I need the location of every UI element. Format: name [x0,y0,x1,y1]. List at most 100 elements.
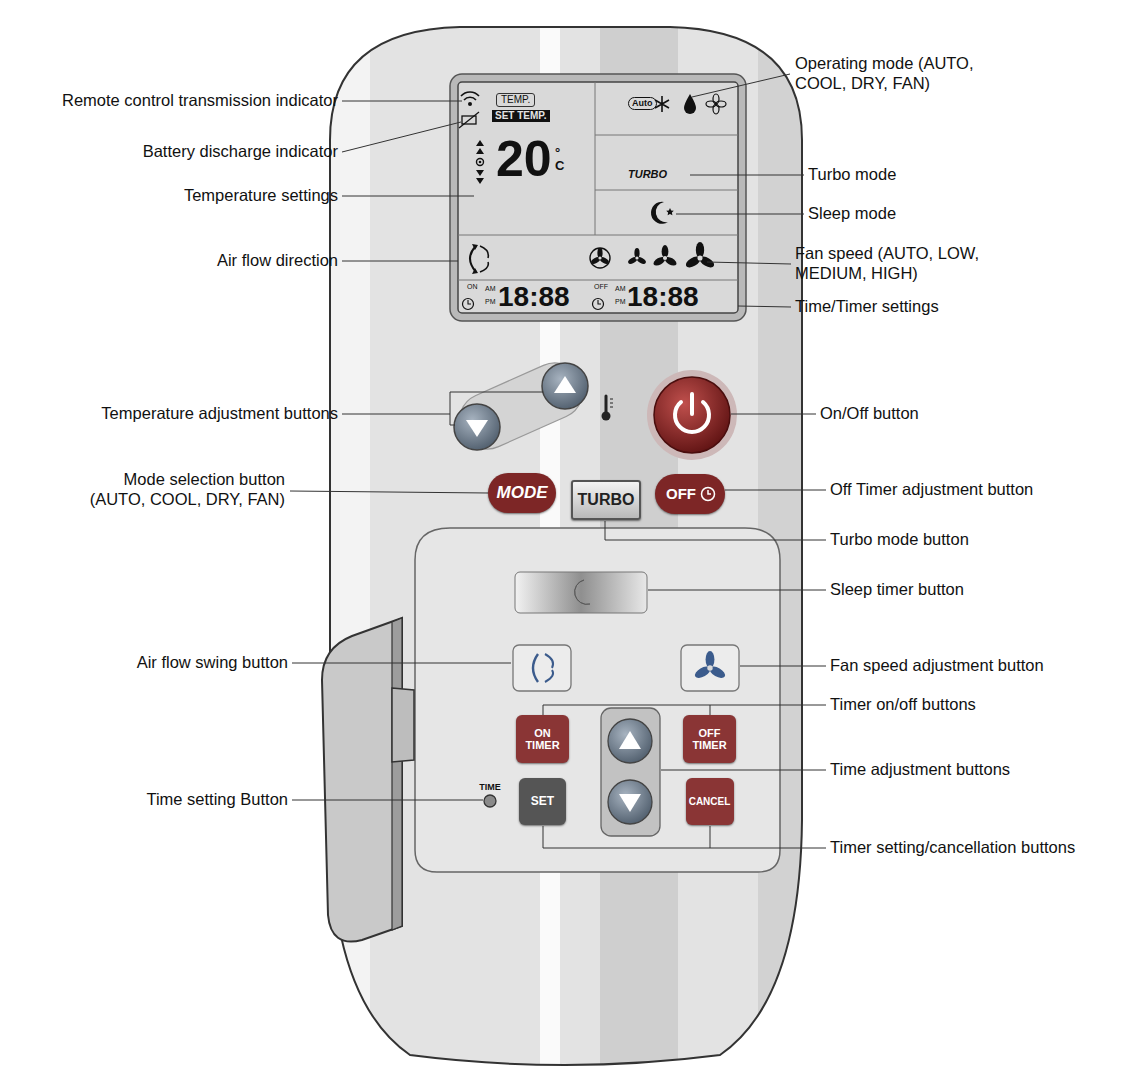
set-button: SET [519,778,566,825]
fan-button [693,651,727,680]
off-timer-button: OFF TIMER [683,715,736,763]
lcd-display [593,299,604,310]
time-setting-hole [484,795,496,807]
callout-label: Air flow direction [217,251,338,271]
callout-label: Remote control transmission indicator [62,91,338,111]
fan-button [693,651,727,680]
lcd-text: TEMP. [496,93,535,107]
lcd-display [480,246,488,272]
lcd-display [477,159,484,166]
lcd-display [468,102,472,106]
lcd-text: AM [485,285,496,292]
time-adjust-buttons [619,794,641,812]
time-adjust-buttons [601,708,660,836]
button-panel [415,528,780,872]
callout-label: Sleep mode [808,204,896,224]
sleep-button [515,572,647,613]
cancel-button: CANCEL [686,778,734,825]
fan-button [681,645,739,691]
remote-body [330,20,802,1070]
callout-label: Turbo mode [808,165,896,185]
time-adjust-buttons [608,719,652,763]
callout-label: Turbo mode button [830,530,969,550]
battery-lid [392,618,402,930]
temperature-buttons [454,404,500,450]
lcd-display [459,112,479,128]
lcd-text: 18:88 [498,283,570,311]
callout-label: Temperature settings [184,186,338,206]
callout-label: Fan speed adjustment button [830,656,1044,676]
callout-label: Time setting Button [146,790,288,810]
lcd-display [458,82,738,313]
lcd-display [450,74,746,321]
lcd-display [461,92,479,100]
swing-button [545,654,553,682]
battery-lid [392,688,414,762]
turbo-button: TURBO [571,480,641,520]
callout-label: On/Off button [820,404,919,424]
mode-button: MODE [488,473,556,513]
sleep-button [575,580,590,604]
lcd-display [684,242,716,270]
leader-lines [290,74,826,848]
button-text: MODE [497,484,548,503]
lcd-display [590,248,610,268]
swing-button [533,654,538,682]
callout-label: Temperature adjustment buttons [101,404,338,424]
callout-label: Sleep timer button [830,580,964,600]
temperature-buttons [466,420,488,437]
callout-label: Time/Timer settings [795,297,939,317]
callout-label: Off Timer adjustment button [830,480,1033,500]
button-text: ON TIMER [516,727,569,751]
lcd-text: °C [555,146,564,172]
clock-icon [700,486,716,502]
lcd-display [684,242,716,270]
fan-button [681,645,739,691]
temperature-buttons [554,376,576,393]
on-timer-button: ON TIMER [516,715,569,763]
lcd-display [458,82,738,280]
lcd-text: 18:88 [627,283,699,311]
lcd-display [476,140,484,184]
lcd-text: 20 [496,134,552,184]
callout-label: Operating mode (AUTO, COOL, DRY, FAN) [795,54,995,94]
lcd-display [472,244,478,274]
lcd-display [450,74,746,321]
callout-label: Time adjustment buttons [830,760,1010,780]
lcd-text: PM [485,298,496,305]
lcd-display [652,245,678,267]
callout-label: Fan speed (AUTO, LOW, MEDIUM, HIGH) [795,244,1035,284]
lcd-display [470,246,476,272]
clock-icon [702,488,715,501]
callout-label: Mode selection button (AUTO, COOL, DRY, … [85,470,285,510]
callout-label: Battery discharge indicator [143,142,338,162]
callout-label: Air flow swing button [137,653,288,673]
lcd-text: PM [615,298,626,305]
lcd-display [706,94,726,114]
remote-body [330,27,802,1065]
lcd-text: OFF [594,283,608,290]
time-adjust-buttons [608,780,652,824]
time-adjust-buttons [601,708,660,836]
remote-body [330,20,802,1070]
swing-button [513,645,571,691]
lcd-display [666,208,674,215]
power-button [654,377,730,453]
lcd-display [627,248,647,265]
battery-lid [322,618,414,942]
button-text: OFF [666,486,696,503]
lcd-display [479,161,482,164]
lcd-text: ON [467,283,478,290]
button-text: SET [531,795,554,808]
off-timer-adjust-button: OFF [655,474,725,514]
time-adjust-buttons [619,731,641,749]
swing-button [513,645,571,691]
temperature-buttons [450,354,613,458]
lcd-display [463,299,474,310]
lcd-display [468,300,471,304]
callout-label: Timer on/off buttons [830,695,976,715]
temperature-buttons [450,354,592,458]
lcd-display [684,94,696,114]
temperature-buttons [610,399,613,407]
button-caption: TIME [479,782,501,793]
